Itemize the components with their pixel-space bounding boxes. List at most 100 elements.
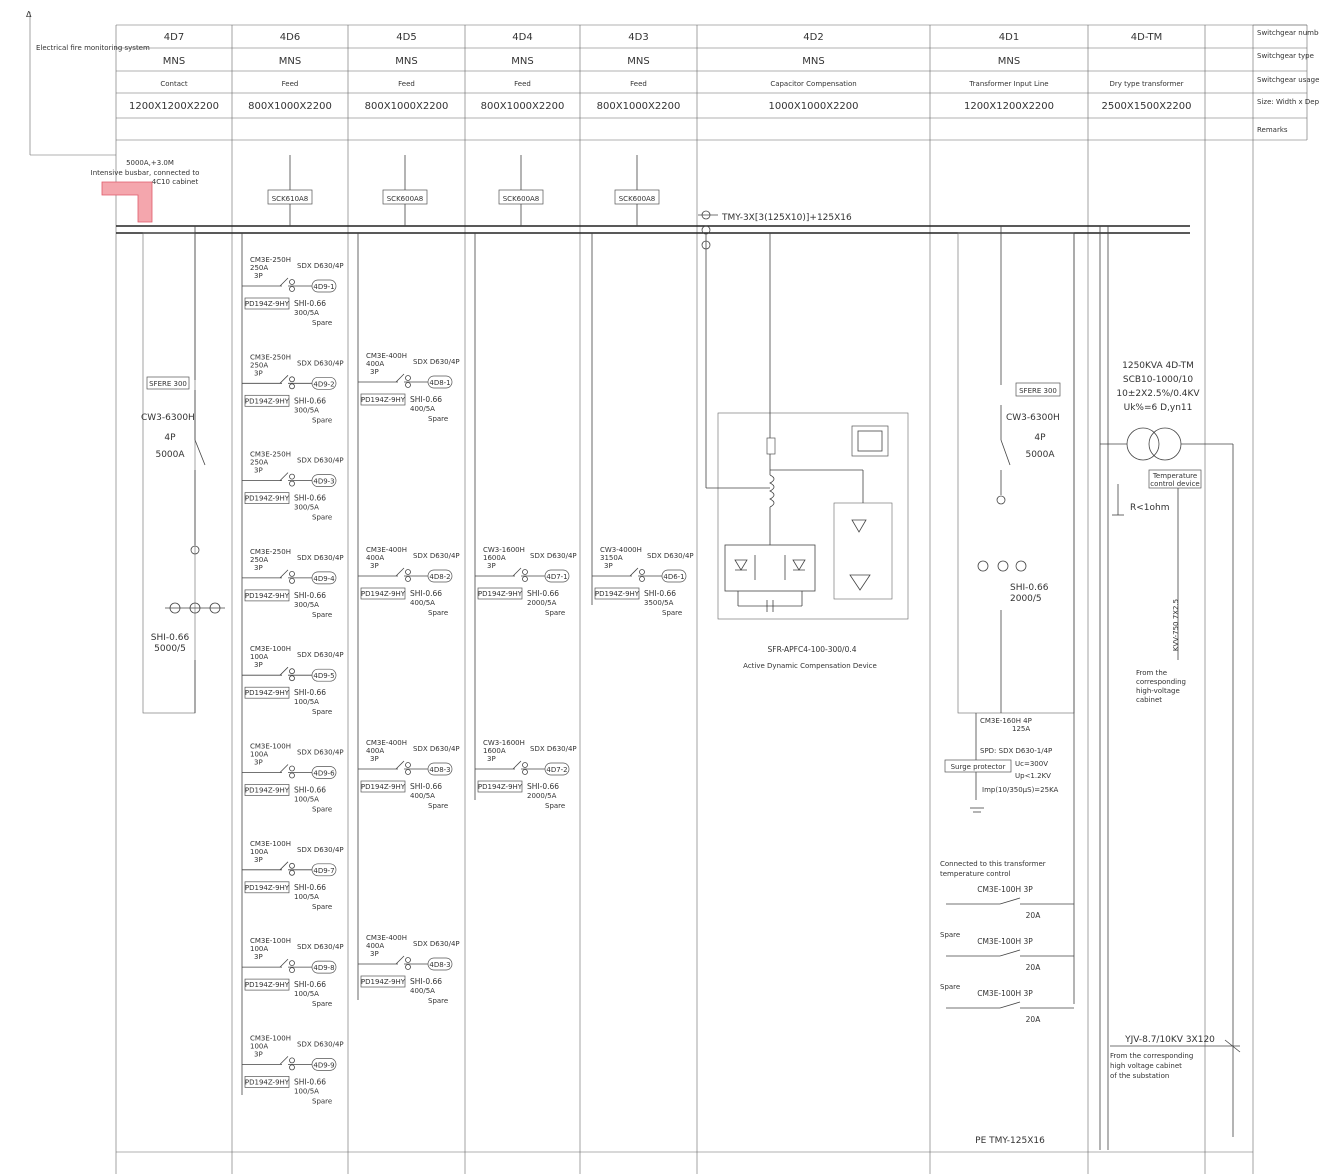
feeder-switch xyxy=(629,567,639,577)
feeder-tag-box xyxy=(311,474,337,487)
feeder-rating: 400A xyxy=(366,942,384,950)
meter-box xyxy=(360,780,406,793)
incomer-sfere-box xyxy=(1015,382,1061,397)
feeder-status: Spare xyxy=(428,802,448,810)
comp-capacitor-delta xyxy=(849,574,871,591)
contact-ct: SHI-0.66 xyxy=(151,633,190,643)
feeder-ct xyxy=(289,960,295,966)
tap-label: SCK600A8 xyxy=(503,195,540,203)
feeder-ct1: SHI-0.66 xyxy=(410,395,442,404)
contact-breaker: CW3-6300H xyxy=(141,413,195,423)
feeder-switch xyxy=(279,764,289,773)
feeder-status: Spare xyxy=(312,1000,332,1008)
meter-box xyxy=(244,881,290,894)
cell-type: MNS xyxy=(802,56,824,67)
incomer-ct-label: SHI-0.66 xyxy=(1010,583,1049,593)
feeder-breaker: CM3E-400H xyxy=(366,934,407,942)
cell-type: MNS xyxy=(998,56,1020,67)
row-label: Size: Width x Depth x Height xyxy=(1257,98,1319,106)
cell-usage: Feed xyxy=(398,80,415,88)
feeder-switch xyxy=(279,861,289,871)
spd-label: Surge protector xyxy=(951,763,1006,771)
feeder-rating: 400A xyxy=(366,554,384,562)
tap-label: SCK600A8 xyxy=(387,195,424,203)
cell-usage: Feed xyxy=(514,80,531,88)
comp-name: Active Dynamic Compensation Device xyxy=(743,662,877,670)
feeder-status: Spare xyxy=(312,611,332,619)
comp-diode xyxy=(734,559,748,571)
meter-label: PD194Z-9HY xyxy=(245,884,290,892)
temp-device: control device xyxy=(1150,480,1199,488)
meter-label: PD194Z-9HY xyxy=(245,981,290,989)
trf-spec: SCB10-1000/10 xyxy=(1123,375,1194,385)
feeder-tag-box xyxy=(311,863,337,877)
feeder-tag: 4D9-8 xyxy=(313,964,334,972)
meter-label: PD194Z-9HY xyxy=(245,1078,290,1086)
feeder-ct1: SHI-0.66 xyxy=(294,494,326,503)
feeder-tag-box xyxy=(427,569,453,583)
feeder-tag: 4D8-1 xyxy=(429,379,450,387)
feeder-ct1: SHI-0.66 xyxy=(410,589,442,598)
feeder-ct xyxy=(289,772,295,779)
incomer-ct xyxy=(1015,560,1027,572)
incomer-sfere: SFERE 300 xyxy=(1019,387,1057,395)
feeder-switch xyxy=(395,955,405,965)
incomer-ct xyxy=(997,560,1009,572)
temp-rating: 20A xyxy=(1026,911,1042,920)
feeder-ct2: 400/5A xyxy=(410,405,435,413)
cell-number: 4D5 xyxy=(396,32,416,43)
feeder-rating: 400A xyxy=(366,747,384,755)
header-table-grid: Δ xyxy=(26,10,1308,1174)
cell-type: MNS xyxy=(511,56,533,67)
cell-number: 4D2 xyxy=(803,32,823,43)
spd-param: Imp(10/350μS)=25KA xyxy=(982,786,1059,794)
feeder-ct2: 2000/5A xyxy=(527,599,557,607)
feeder-spd: SDX D630/4P xyxy=(297,943,344,951)
meter-label: PD194Z-9HY xyxy=(361,590,406,598)
feeder-tag-box xyxy=(427,957,453,971)
feeder-poles: 3P xyxy=(254,856,263,864)
busbar-note: 5000A,+3.0M xyxy=(126,159,174,167)
meter-box xyxy=(244,589,290,602)
spd-breaker: CM3E-160H 4P xyxy=(980,717,1032,725)
feeder-switch xyxy=(395,373,405,383)
feeder-breaker: CM3E-400H xyxy=(366,352,407,360)
feeder-ct xyxy=(405,382,411,388)
feeder-ct1: SHI-0.66 xyxy=(527,589,559,598)
feeder-ct2: 300/5A xyxy=(294,406,319,414)
feeder-ct xyxy=(289,765,295,772)
feeder-ct xyxy=(522,769,528,775)
feeder-tag: 4D7-2 xyxy=(546,766,567,774)
temp-breaker: CM3E-100H 3P xyxy=(977,989,1033,998)
feeder-tag: 4D8-3 xyxy=(429,766,450,774)
feeder-rating: 100A xyxy=(250,945,268,953)
feeder-rating: 3150A xyxy=(600,554,623,562)
feeder-ct1: SHI-0.66 xyxy=(294,883,326,892)
feeder-ct1: SHI-0.66 xyxy=(294,1077,326,1086)
meter-label: PD194Z-9HY xyxy=(245,592,290,600)
incomer-section: SFERE 300CW3-6300H4P5000ASHI-0.662000/5C… xyxy=(940,226,1075,1146)
feeder-spd: SDX D630/4P xyxy=(413,940,460,948)
cell-number: 4D1 xyxy=(999,32,1019,43)
feeder-tag: 4D9-6 xyxy=(313,770,335,778)
temp-breaker: CM3E-100H 3P xyxy=(977,937,1033,946)
contact-node xyxy=(190,545,200,555)
feeder-breaker: CM3E-100H xyxy=(250,743,291,751)
feeder-ct xyxy=(289,480,295,487)
feeder-ct xyxy=(522,762,528,768)
cell-size: 800X1000X2200 xyxy=(597,101,681,112)
feeder-rating: 250A xyxy=(250,556,268,564)
feeder-tag-box xyxy=(311,766,337,779)
feeder-spd: SDX D630/4P xyxy=(297,262,344,270)
feeder-ct1: SHI-0.66 xyxy=(294,299,326,308)
feeder-poles: 3P xyxy=(370,755,379,763)
feeder-tag: 4D9-1 xyxy=(313,283,334,291)
meter-box xyxy=(360,587,406,600)
feeder-ct2: 300/5A xyxy=(294,309,319,317)
intensive-busbar xyxy=(101,181,153,223)
meter-box xyxy=(244,297,290,310)
feeder-ct xyxy=(405,375,411,381)
feeder-ct xyxy=(289,383,295,390)
feeder-status: Spare xyxy=(312,806,332,814)
